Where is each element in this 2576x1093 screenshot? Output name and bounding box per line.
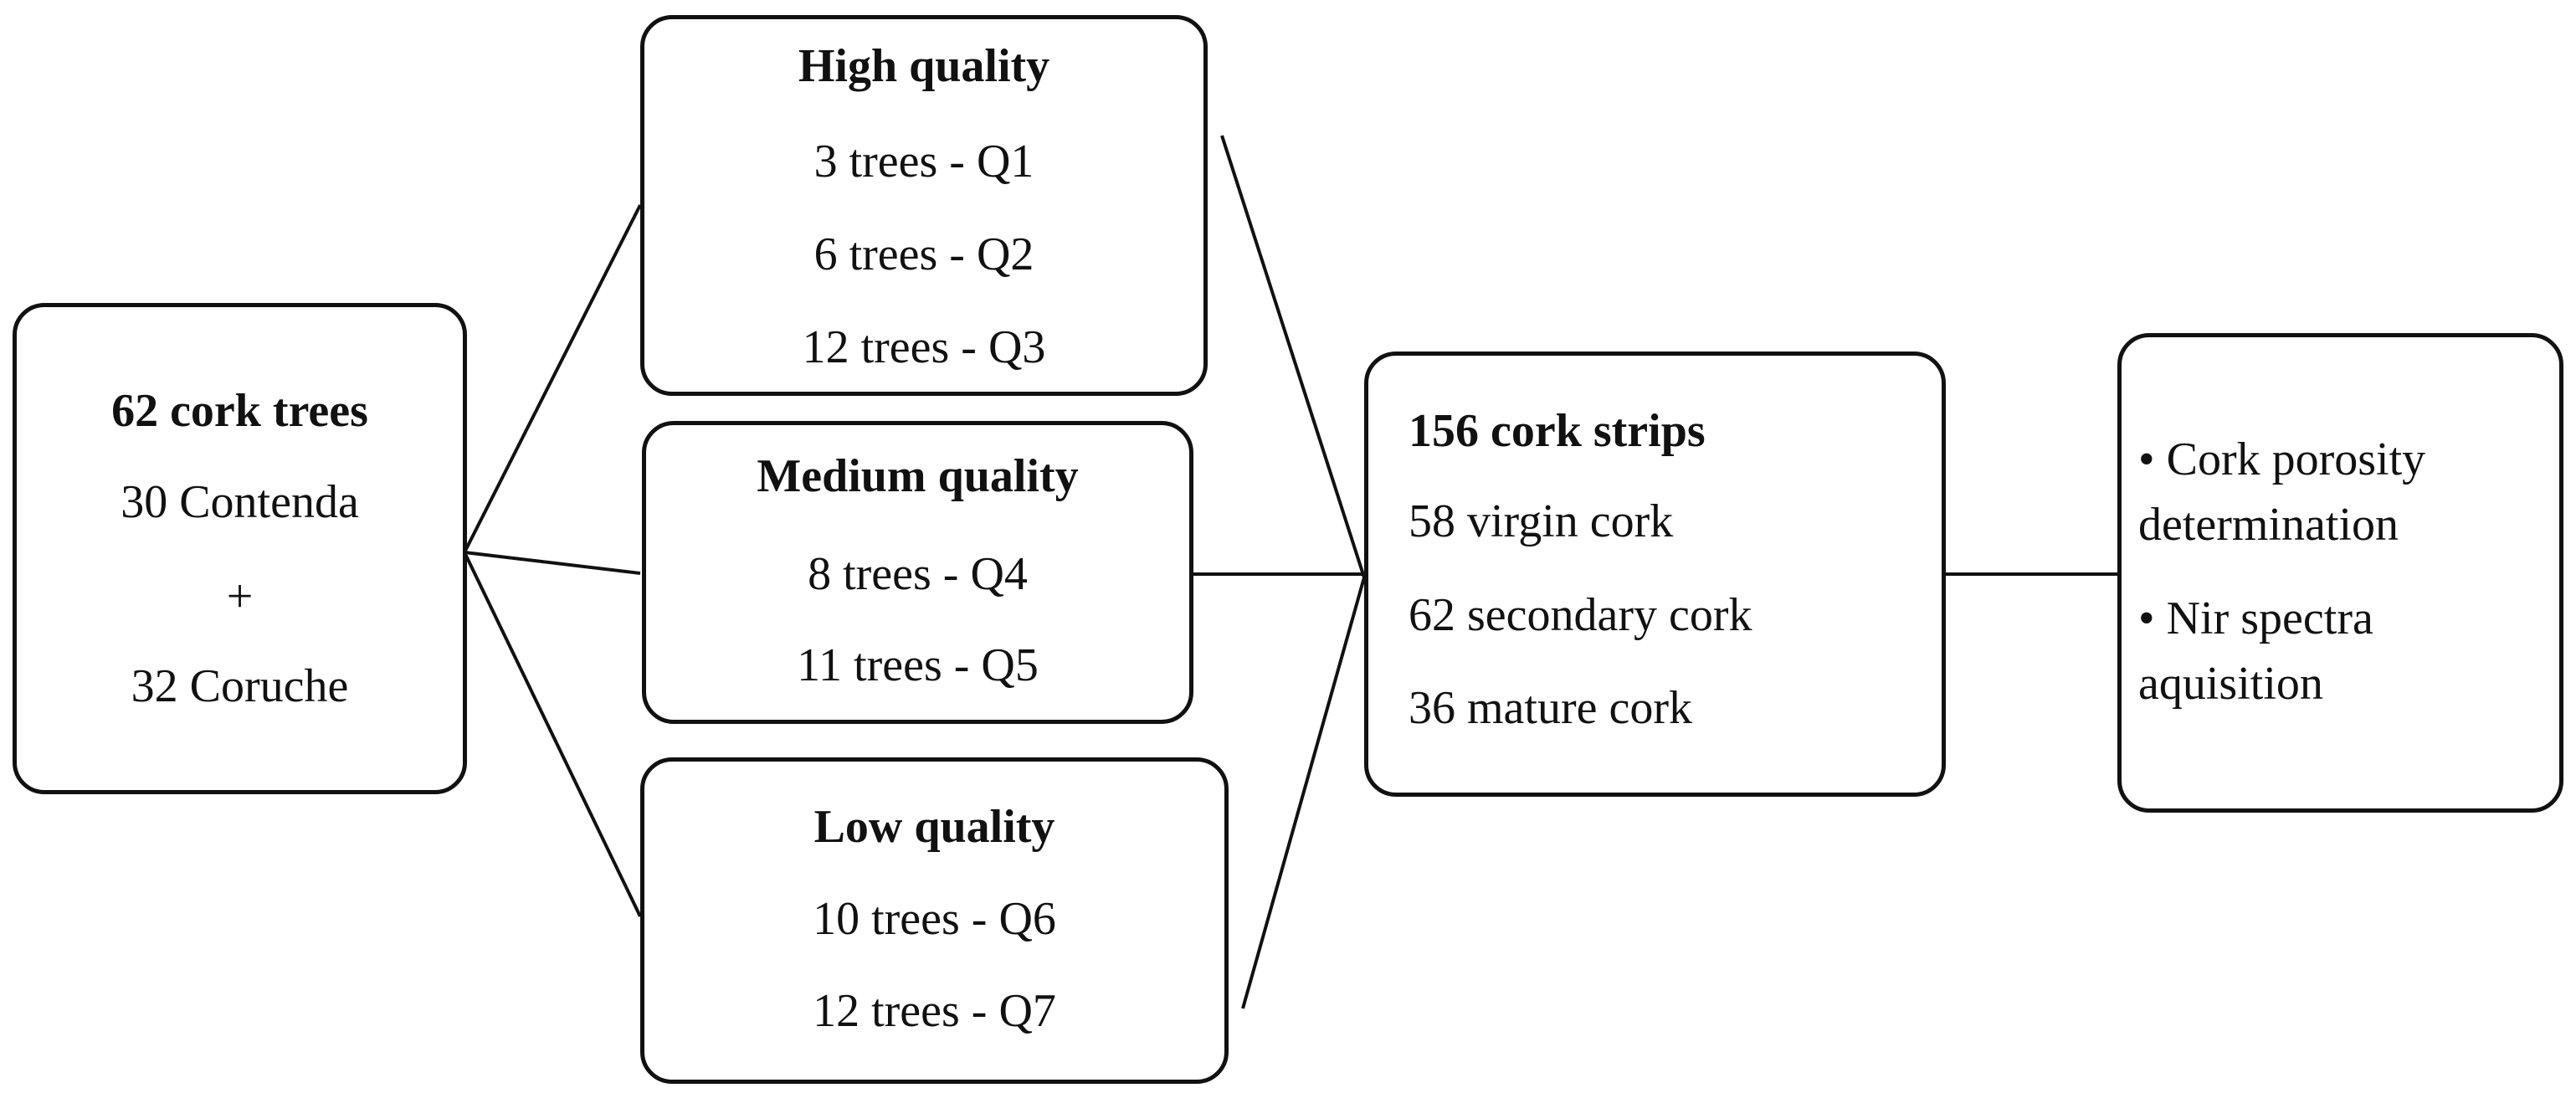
medium-quality-line-1: 8 trees - Q4: [808, 548, 1028, 600]
low-quality-line-1: 10 trees - Q6: [813, 893, 1056, 945]
source-line-2: +: [226, 571, 254, 623]
connector-source-low: [463, 552, 642, 917]
analysis-item-1: • Cork porosity: [2138, 434, 2426, 485]
medium-quality-title: Medium quality: [757, 450, 1079, 502]
connector-source-medium: [464, 551, 641, 575]
source-box: 62 cork trees 30 Contenda + 32 Coruche: [13, 303, 467, 794]
cork-strips-line-2: 62 secondary cork: [1409, 589, 1752, 641]
high-quality-box: High quality 3 trees - Q1 6 trees - Q2 1…: [640, 15, 1208, 396]
low-quality-title: Low quality: [813, 801, 1055, 853]
connector-source-high: [463, 204, 642, 553]
connector-high-strips: [1220, 135, 1366, 578]
source-title: 62 cork trees: [111, 385, 368, 437]
source-line-3: 32 Coruche: [131, 660, 349, 712]
cork-strips-box: 156 cork strips 58 virgin cork 62 second…: [1364, 352, 1946, 797]
medium-quality-line-2: 11 trees - Q5: [797, 639, 1039, 691]
medium-quality-box: Medium quality 8 trees - Q4 11 trees - Q…: [642, 421, 1193, 724]
analysis-item-2-cont: aquisition: [2138, 658, 2323, 710]
high-quality-title: High quality: [798, 40, 1050, 92]
high-quality-line-3: 12 trees - Q3: [802, 321, 1046, 373]
analysis-item-1-cont: determination: [2138, 499, 2399, 551]
high-quality-line-2: 6 trees - Q2: [813, 228, 1034, 280]
low-quality-box: Low quality 10 trees - Q6 12 trees - Q7: [640, 757, 1229, 1084]
analysis-box: • Cork porosity determination • Nir spec…: [2117, 333, 2563, 813]
analysis-item-2: • Nir spectra: [2138, 593, 2373, 644]
source-line-1: 30 Contenda: [121, 476, 359, 528]
low-quality-line-2: 12 trees - Q7: [813, 985, 1056, 1037]
cork-strips-line-1: 58 virgin cork: [1409, 495, 1674, 547]
cork-strips-line-3: 36 mature cork: [1409, 682, 1692, 734]
cork-strips-title: 156 cork strips: [1409, 405, 1706, 457]
connector-low-strips: [1241, 577, 1366, 1009]
high-quality-line-1: 3 trees - Q1: [813, 136, 1034, 187]
